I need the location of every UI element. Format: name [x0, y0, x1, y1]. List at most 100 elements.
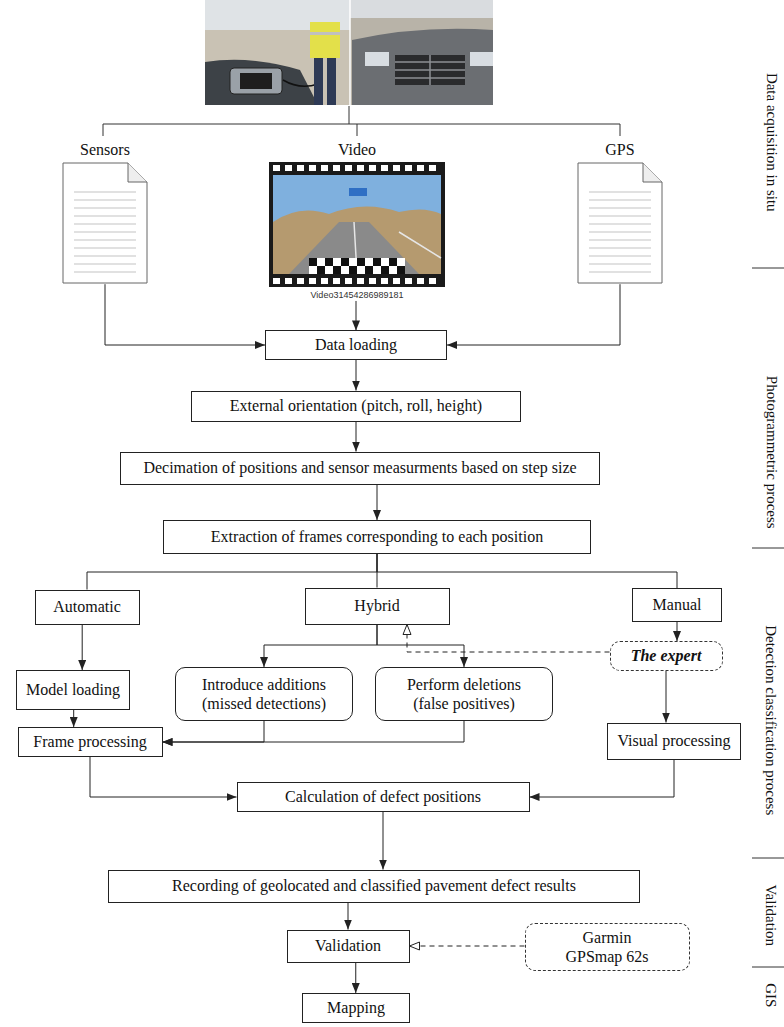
mode-box: Hybrid	[305, 588, 450, 625]
flow-arrow	[356, 422, 357, 452]
document-line	[589, 272, 651, 273]
node-label: Validation	[315, 936, 381, 955]
sprocket-hole	[297, 165, 304, 171]
section-label: GIS	[763, 983, 780, 1007]
node-label: The expert	[631, 646, 702, 665]
document-line	[74, 248, 136, 249]
edit-box: Introduce additions (missed detections)	[175, 667, 353, 721]
document-line	[74, 224, 136, 225]
document-line	[74, 264, 136, 265]
node-label: External orientation (pitch, roll, heigh…	[230, 396, 482, 415]
node-label: Introduce additions (missed detections)	[194, 675, 334, 713]
checker-cell	[357, 258, 365, 266]
node-label: Recording of geolocated and classified p…	[172, 876, 576, 895]
sprocket-hole	[321, 165, 328, 171]
process-box: Frame processing	[18, 727, 163, 757]
document-line	[74, 192, 136, 193]
flow-arrow	[348, 903, 349, 930]
sprocket-hole	[357, 165, 364, 171]
node-label: Calculation of defect positions	[285, 787, 481, 806]
expert-box: The expert	[610, 641, 723, 671]
frame-hills	[273, 207, 441, 275]
section-label: Photogrammetric process	[763, 376, 780, 529]
sprocket-hole	[321, 278, 328, 284]
node-label: Model loading	[26, 680, 120, 699]
node-label: Hybrid	[354, 596, 399, 615]
sprocket-hole	[345, 278, 352, 284]
source-bracket	[103, 106, 620, 136]
video-film: VideoVideo31454286989181	[262, 140, 452, 301]
sprocket-hole	[333, 165, 340, 171]
checker-cell	[341, 266, 349, 274]
checker-cell	[357, 266, 365, 274]
sprocket-hole	[285, 278, 292, 284]
person-leg	[314, 58, 323, 105]
dashed-arrow	[407, 625, 610, 653]
sprocket-hole	[273, 165, 280, 171]
document-line	[589, 216, 651, 217]
document-line	[74, 216, 136, 217]
video-icon	[269, 162, 445, 287]
frame-sky	[273, 175, 441, 274]
site-photo	[205, 0, 493, 105]
flow-arrow	[447, 284, 620, 345]
sensor-mount	[230, 68, 282, 94]
checker-cell	[309, 258, 317, 266]
document-line	[74, 240, 136, 241]
checker-cell	[317, 266, 325, 274]
document-fold	[128, 163, 147, 182]
document-line	[589, 256, 651, 257]
checker-cell	[333, 258, 341, 266]
process-box: Decimation of positions and sensor measu…	[120, 452, 600, 485]
node-label: Garmin GPSmap 62s	[562, 928, 652, 966]
flow-arrow	[87, 554, 377, 590]
sensor-data-doc: Sensors	[55, 140, 155, 284]
sprocket-hole	[381, 165, 388, 171]
sprocket-hole	[405, 278, 412, 284]
checker-cell	[397, 258, 405, 266]
checker-cell	[365, 258, 373, 266]
flow-arrow	[73, 710, 74, 727]
device-box: Garmin GPSmap 62s	[525, 923, 690, 971]
document-line	[589, 232, 651, 233]
document-line	[589, 192, 651, 193]
headlight	[470, 52, 493, 66]
node-label: Sensors	[80, 140, 130, 159]
sprocket-hole	[369, 165, 376, 171]
gps-data-doc: GPS	[570, 140, 670, 284]
flow-arrow	[377, 485, 378, 521]
flow-arrow	[377, 554, 677, 588]
node-label: Perform deletions (false positives)	[394, 675, 534, 713]
section-separator	[752, 268, 784, 269]
checker-cell	[333, 266, 341, 274]
checker-cell	[317, 258, 325, 266]
document-line	[589, 208, 651, 209]
safety-vest	[310, 22, 340, 58]
checker-cell	[309, 266, 317, 274]
sprocket-hole	[405, 165, 412, 171]
document-icon	[577, 162, 663, 284]
process-box: External orientation (pitch, roll, heigh…	[191, 391, 521, 422]
document-icon	[62, 162, 148, 284]
process-box: Mapping	[302, 993, 410, 1023]
sprocket-hole	[429, 165, 436, 171]
flow-arrow	[163, 721, 465, 742]
photo-ground	[205, 0, 350, 105]
checker-cell	[389, 266, 397, 274]
node-label: Visual processing	[617, 731, 730, 750]
headlight	[365, 52, 389, 66]
sprocket-hole	[309, 278, 316, 284]
document-line	[589, 248, 651, 249]
flow-arrow	[82, 625, 83, 671]
flow-arrow	[105, 284, 265, 345]
checker-cell	[325, 266, 333, 274]
sprocket-hole	[297, 278, 304, 284]
sprocket-hole	[345, 165, 352, 171]
flow-arrow	[377, 625, 464, 668]
photo-ground	[350, 0, 493, 105]
frame-road-marks	[354, 222, 441, 274]
checker-cell	[373, 266, 381, 274]
document-line	[74, 272, 136, 273]
flow-arrow	[356, 360, 357, 391]
